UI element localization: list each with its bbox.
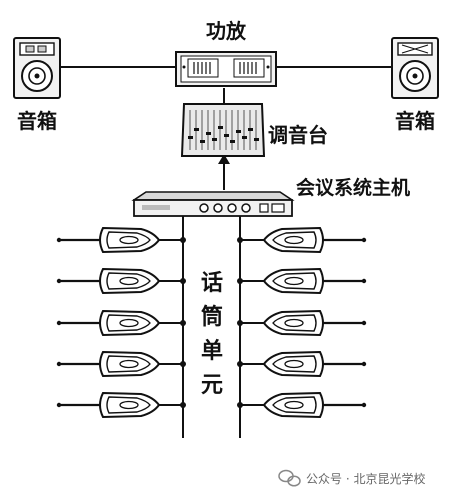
microphone-unit	[238, 350, 368, 378]
mic-units-label: 话 筒 单 元	[201, 271, 223, 398]
microphone-unit	[55, 350, 185, 378]
microphone-unit	[55, 309, 185, 337]
watermark-text: 公众号 · 北京昆光学校	[306, 471, 425, 486]
amplifier-label: 功放	[206, 19, 247, 43]
microphone-unit	[55, 226, 185, 254]
mic-group-right	[238, 226, 368, 419]
speaker-left-label: 音箱	[17, 109, 57, 133]
microphone-unit	[55, 391, 185, 419]
microphone-unit	[238, 267, 368, 295]
mic-group-left	[55, 226, 185, 419]
amplifier	[175, 51, 277, 87]
speaker-right	[391, 37, 439, 99]
speaker-right-label: 音箱	[395, 109, 435, 133]
microphone-unit	[238, 226, 368, 254]
microphone-unit	[238, 309, 368, 337]
watermark: 公众号 · 北京昆光学校	[278, 469, 425, 487]
mic-units-char: 话	[201, 271, 223, 296]
mixer-label: 调音台	[268, 123, 328, 147]
microphone-unit	[55, 267, 185, 295]
mic-units-char: 单	[201, 339, 223, 364]
mic-units-char: 筒	[201, 304, 223, 330]
mixer	[180, 103, 266, 157]
signal-arrow	[218, 154, 230, 164]
conference-host	[131, 191, 295, 217]
speaker-left	[13, 37, 61, 99]
mic-units-char: 元	[201, 373, 223, 398]
bus-junctions	[180, 237, 243, 408]
microphone-unit	[238, 391, 368, 419]
host-label: 会议系统主机	[296, 176, 410, 199]
wechat-icon	[278, 469, 301, 487]
